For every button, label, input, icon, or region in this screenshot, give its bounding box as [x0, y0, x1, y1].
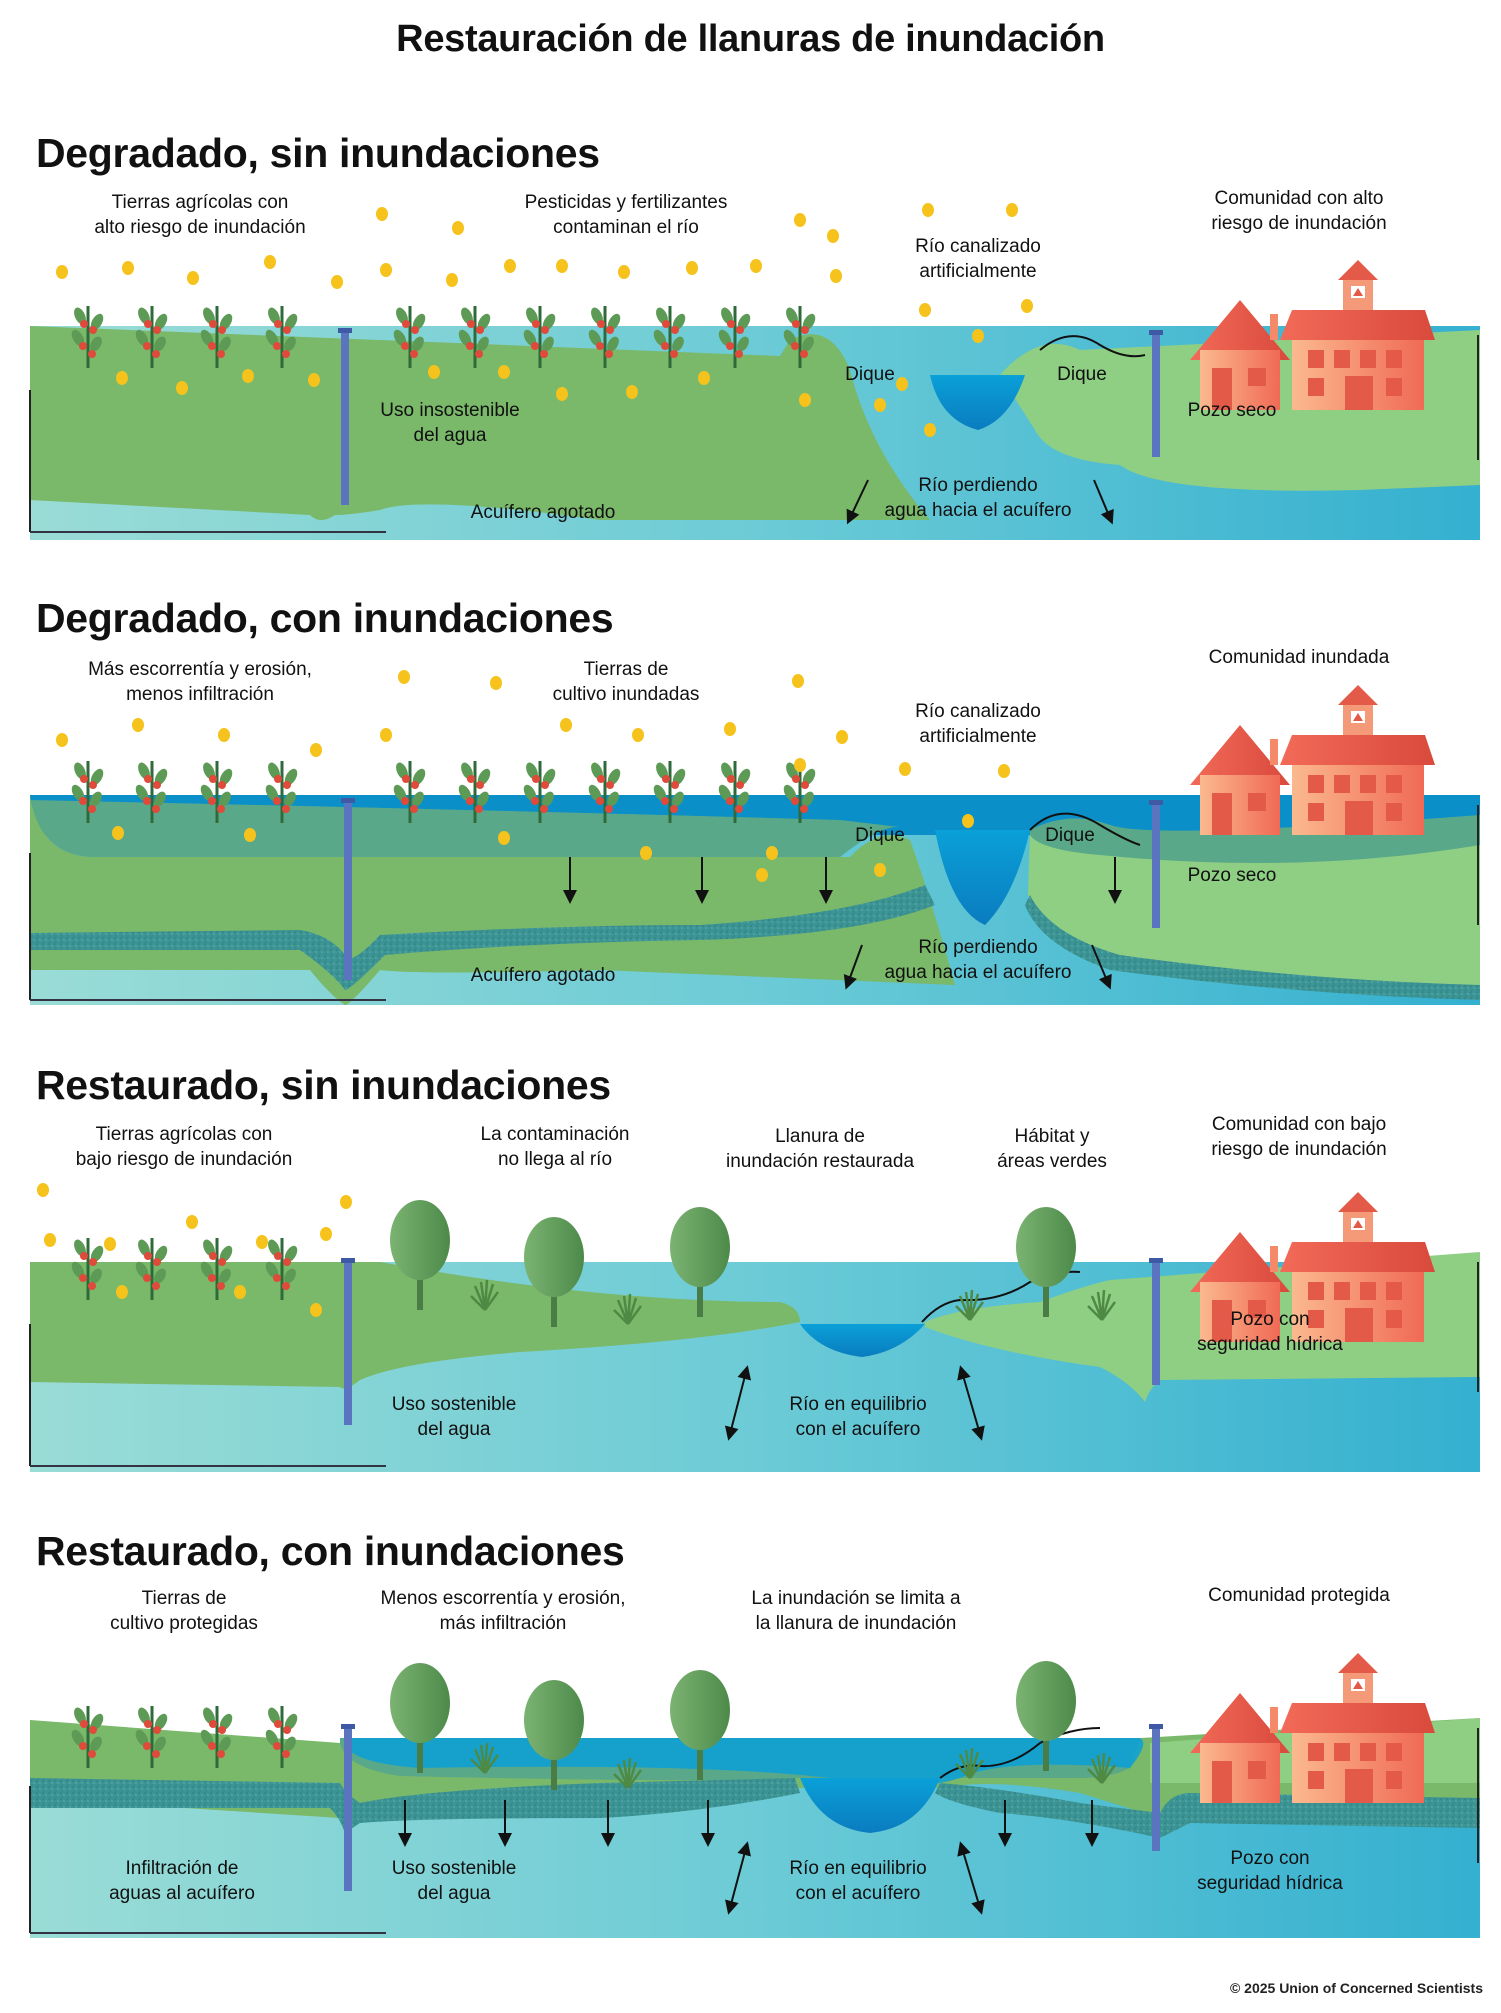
- label-infiltration: Infiltración de aguas al acuífero: [109, 1858, 255, 1904]
- scene-illustration: [29, 670, 1480, 1005]
- label-floodplain: La inundación se limita a la llanura de …: [751, 1588, 961, 1634]
- pollutant-particles: [56, 203, 1033, 437]
- label-well: Pozo seco: [1187, 865, 1277, 886]
- label-river: Río canalizado artificialmente: [915, 701, 1041, 747]
- river-channel: [800, 1778, 940, 1833]
- label-river: Río canalizado artificialmente: [915, 236, 1041, 282]
- panel-restored-no-flood: Restaurado, sin inundaciones Tier: [0, 1062, 1501, 1522]
- label-pollution: Pesticidas y fertilizantes contaminan el…: [524, 192, 728, 238]
- infiltration-arrows: [398, 1800, 1099, 1915]
- label-community: Comunidad protegida: [1208, 1585, 1390, 1606]
- scene-illustration: [29, 203, 1480, 540]
- label-farm: Tierras de cultivo inundadas: [552, 659, 700, 705]
- copyright-credit: © 2025 Union of Concerned Scientists: [1229, 1980, 1483, 1996]
- community-houses: [1190, 685, 1435, 835]
- pollutant-particles: [56, 670, 1010, 882]
- river-channel: [930, 375, 1025, 430]
- label-levee-left: Dique: [845, 364, 895, 385]
- well-right: [1152, 332, 1160, 457]
- panel-title: Restaurado, con inundaciones: [36, 1528, 625, 1574]
- exchange-arrows: [724, 1365, 985, 1441]
- panel-restored-flood: Restaurado, con inundaciones: [0, 1528, 1501, 1988]
- panel-degraded-no-flood: Degradado, sin inundaciones Tierras agrí…: [0, 130, 1501, 590]
- community-houses: [1190, 260, 1435, 410]
- label-well: Pozo seco: [1187, 400, 1277, 421]
- label-well: Pozo con seguridad hídrica: [1197, 1309, 1343, 1355]
- label-river-aquifer: Río perdiendo agua hacia el acuífero: [884, 475, 1072, 521]
- well-left: [341, 330, 349, 505]
- label-water-use: Uso insostenible del agua: [380, 400, 520, 446]
- well-left: [344, 1260, 352, 1425]
- river-channel: [935, 830, 1030, 925]
- label-levee-right: Dique: [1045, 825, 1095, 846]
- river-channel: [800, 1324, 925, 1357]
- label-floodplain: Llanura de inundación restaurada: [725, 1126, 915, 1172]
- label-habitat: Hábitat y áreas verdes: [997, 1126, 1107, 1172]
- well-right: [1152, 1260, 1160, 1385]
- label-runoff: Más escorrentía y erosión, menos infiltr…: [88, 659, 312, 705]
- scene-illustration: [29, 1183, 1480, 1472]
- label-water-use: Uso sostenible del agua: [391, 1394, 517, 1440]
- label-aquifer: Acuífero agotado: [470, 965, 616, 986]
- land-left: [30, 795, 955, 1005]
- label-pollution: La contaminación no llega al río: [480, 1124, 630, 1170]
- panel-title: Degradado, sin inundaciones: [36, 130, 600, 176]
- label-levee-left: Dique: [855, 825, 905, 846]
- label-farm: Tierras agrícolas con bajo riesgo de inu…: [75, 1124, 293, 1170]
- label-levee-right: Dique: [1057, 364, 1107, 385]
- panel-title: Degradado, con inundaciones: [36, 595, 614, 641]
- label-river-aquifer: Río en equilibrio con el acuífero: [789, 1394, 927, 1440]
- panel-title: Restaurado, sin inundaciones: [36, 1062, 611, 1108]
- label-farm: Tierras agrícolas con alto riesgo de inu…: [94, 192, 306, 238]
- infiltration-arrows: [563, 857, 1122, 990]
- label-community: Comunidad inundada: [1208, 647, 1390, 668]
- label-river-aquifer: Río perdiendo agua hacia el acuífero: [884, 937, 1072, 983]
- well-right: [1152, 803, 1160, 928]
- panel-degraded-flood: Degradado, con inundaciones: [0, 595, 1501, 1055]
- label-aquifer: Acuífero agotado: [470, 502, 616, 523]
- label-river-aquifer: Río en equilibrio con el acuífero: [789, 1858, 927, 1904]
- well-right: [1152, 1726, 1160, 1851]
- pollutant-particles: [37, 1183, 352, 1317]
- well-left: [344, 800, 352, 980]
- well-left: [344, 1726, 352, 1891]
- main-title: Restauración de llanuras de inundación: [396, 18, 1105, 60]
- scene-illustration: [29, 1653, 1480, 1938]
- label-community: Comunidad con bajo riesgo de inundación: [1211, 1114, 1387, 1160]
- label-water-use: Uso sostenible del agua: [391, 1858, 517, 1904]
- label-well: Pozo con seguridad hídrica: [1197, 1848, 1343, 1894]
- land-left: [30, 1262, 800, 1389]
- community-houses: [1190, 1653, 1435, 1803]
- land-right: [1028, 818, 1480, 995]
- label-farm: Tierras de cultivo protegidas: [110, 1588, 258, 1634]
- label-runoff: Menos escorrentía y erosión, más infiltr…: [380, 1588, 626, 1634]
- label-community: Comunidad con alto riesgo de inundación: [1211, 188, 1387, 234]
